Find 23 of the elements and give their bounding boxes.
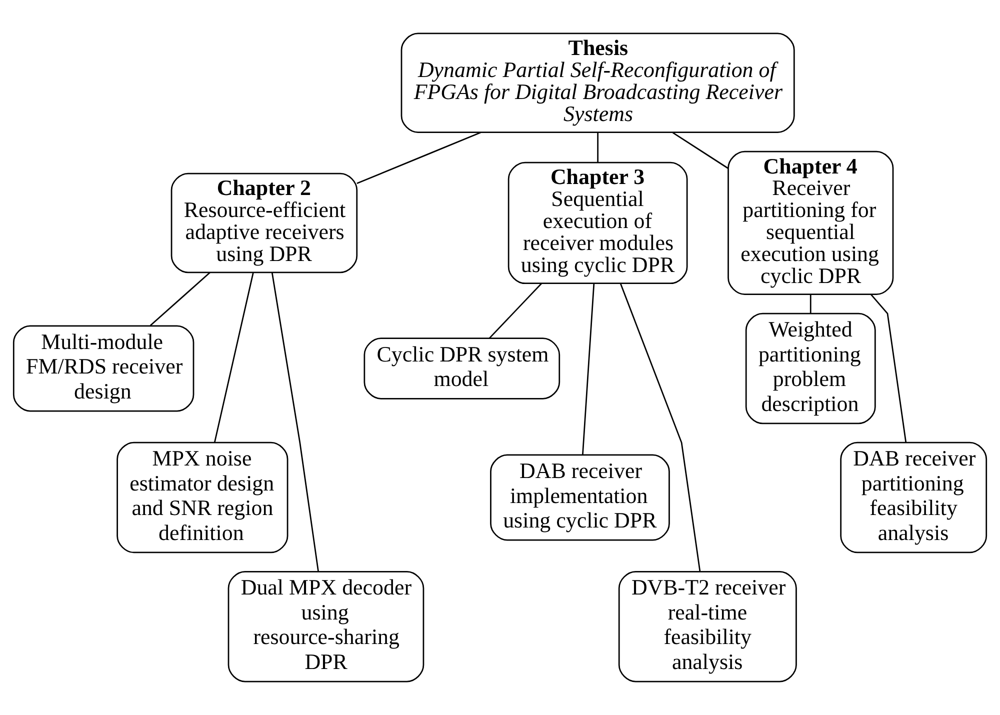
connector [356,132,481,184]
connector [620,283,701,572]
node-box: MPX noise estimator design and SNR region definition [116,442,288,554]
connector [582,284,595,455]
node-box: Thesis Dynamic Partial Self-Reconfiguration of FPGAs for Digital Broadcasting Receiver Systems [400,32,795,134]
connector [870,294,907,442]
connector [672,132,728,169]
node-box: Chapter 3 Sequential execution of receiver modules using cyclic DPR [508,162,688,284]
node-box: Dual MPX decoder using resource-sharing DPR [228,570,424,682]
node-box: Chapter 2 Resource-efficient adaptive receivers using DPR [170,172,358,274]
node-box: Weighted partitioning problem description [745,312,876,424]
connector [810,294,812,314]
node-box: DAB receiver partitioning feasibility analysis [840,442,988,554]
node-box: Chapter 4 Receiver partitioning for sequential execution using cyclic DPR [728,150,894,296]
node-box: DVB-T2 receiver real-time feasibility analysis [618,570,797,682]
connector [214,272,254,443]
node-box: Cyclic DPR system model [364,338,560,400]
node-box: Multi-module FM/RDS receiver design [12,325,194,412]
connector [150,272,210,326]
connector [597,132,598,162]
connector [488,283,542,339]
node-box: DAB receiver implementation using cyclic DPR [490,454,670,541]
connector [271,272,319,572]
